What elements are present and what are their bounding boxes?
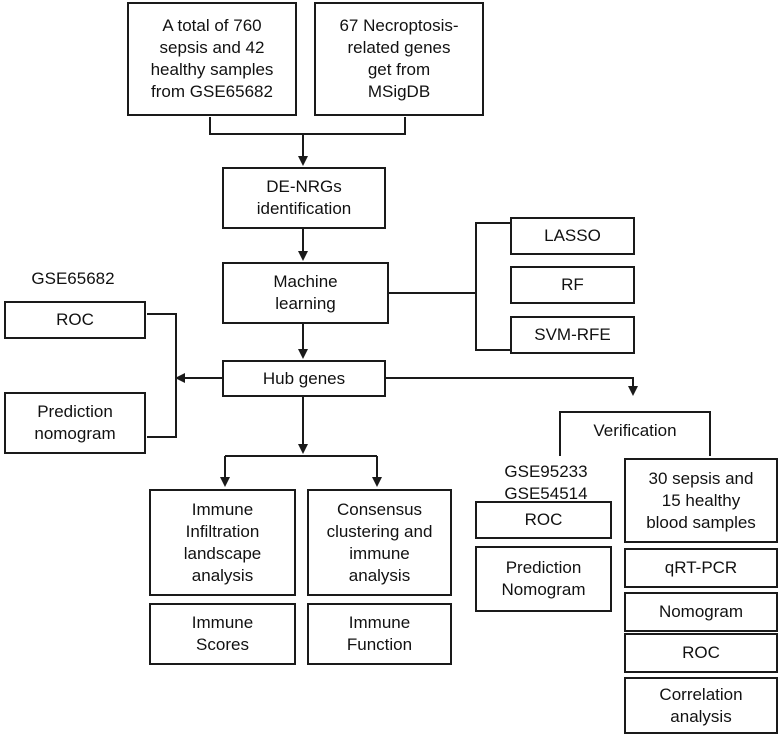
hub-genes-box: Hub genes	[222, 360, 386, 397]
source-genes-box: 67 Necroptosis- related genes get from M…	[314, 2, 484, 116]
immune-infiltration-box: Immune Infiltration landscape analysis	[149, 489, 296, 596]
svm-rfe-box: SVM-RFE	[510, 316, 635, 354]
roc-right-box: ROC	[624, 633, 778, 673]
verification-bracket	[559, 411, 711, 456]
de-nrgs-box: DE-NRGs identification	[222, 167, 386, 229]
left-bracket	[147, 313, 177, 438]
immune-scores-box: Immune Scores	[149, 603, 296, 665]
prediction-nomogram-left-box: Prediction nomogram	[4, 392, 146, 454]
gse65682-label: GSE65682	[31, 269, 115, 288]
qrt-pcr-box: qRT-PCR	[624, 548, 778, 588]
correlation-analysis-box: Correlation analysis	[624, 677, 778, 734]
immune-function-box: Immune Function	[307, 603, 452, 665]
source-samples-box: A total of 760 sepsis and 42 healthy sam…	[127, 2, 297, 116]
roc-left-box: ROC	[4, 301, 146, 339]
nomogram-box: Nomogram	[624, 592, 778, 632]
gse95233-gse54514-label: GSE95233 GSE54514	[504, 462, 588, 503]
algorithms-bracket	[475, 222, 510, 351]
lasso-box: LASSO	[510, 217, 635, 255]
hub-to-verification	[386, 377, 638, 396]
verification-label: Verification	[593, 421, 677, 440]
prediction-nomogram-mid-box: Prediction Nomogram	[475, 546, 612, 612]
merge-connector	[209, 117, 406, 135]
machine-learning-box: Machine learning	[222, 262, 389, 324]
consensus-clustering-box: Consensus clustering and immune analysis	[307, 489, 452, 596]
rf-box: RF	[510, 266, 635, 304]
blood-samples-box: 30 sepsis and 15 healthy blood samples	[624, 458, 778, 543]
roc-mid-box: ROC	[475, 501, 612, 539]
